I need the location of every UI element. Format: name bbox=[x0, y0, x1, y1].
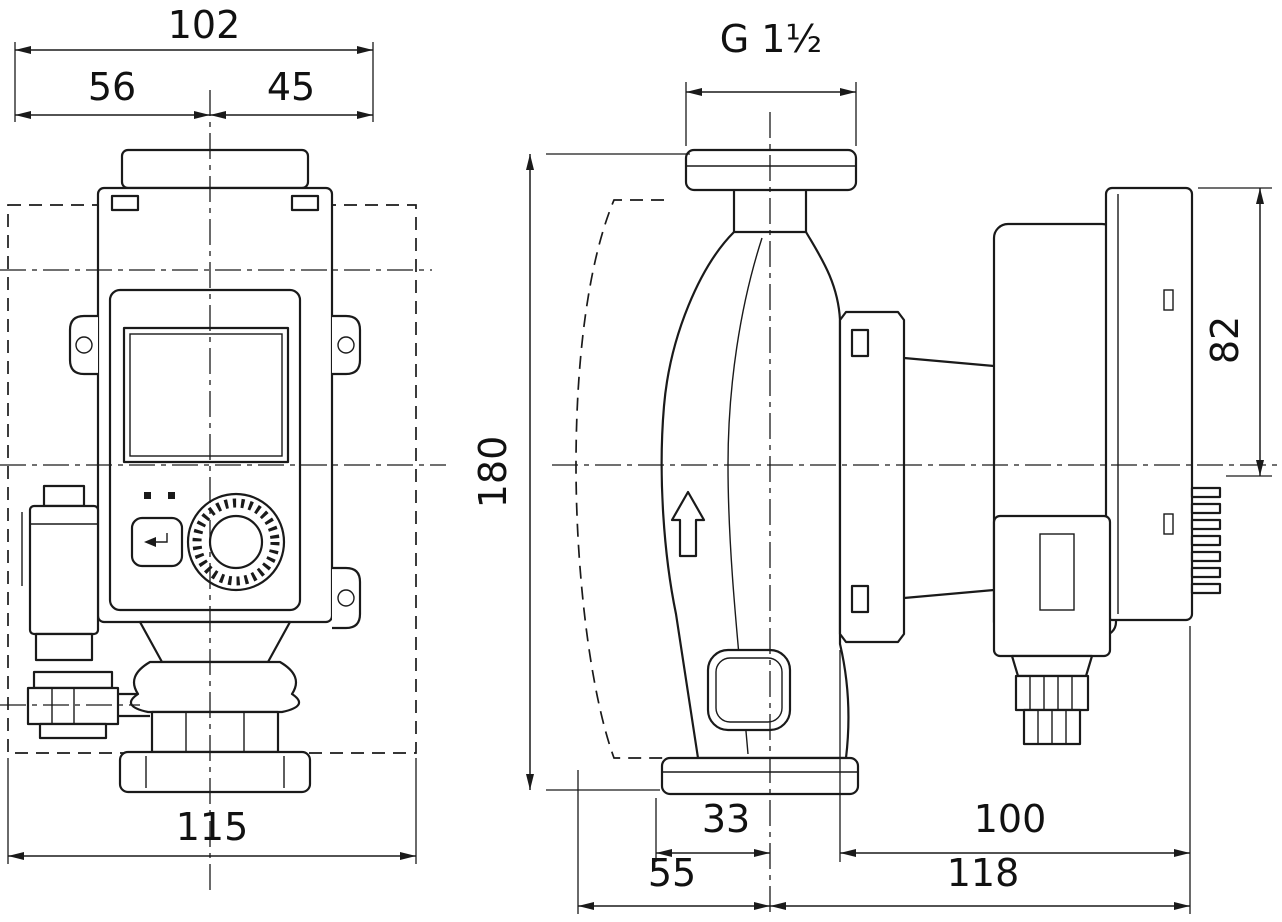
clip-left bbox=[110, 194, 140, 212]
dimension-center-to-front: 33 bbox=[655, 797, 770, 862]
return-button-icon-arrowhead bbox=[144, 537, 156, 547]
terminal-receptacle bbox=[1039, 533, 1075, 611]
ear-bottom-right bbox=[332, 566, 362, 630]
dim-180-label: 180 bbox=[471, 436, 515, 509]
ear-hole-bottom-right bbox=[337, 589, 355, 607]
dimension-pipe-thread: G 1½ bbox=[685, 17, 857, 146]
hex-nut bbox=[150, 710, 280, 754]
dimension-center-split: 56 45 bbox=[15, 65, 373, 119]
dim-56-label: 56 bbox=[88, 65, 136, 109]
dim-118-label: 118 bbox=[947, 851, 1020, 895]
front-view: 102 56 45 115 bbox=[0, 3, 446, 893]
ear-top-left bbox=[68, 314, 98, 376]
module-vent-top bbox=[1163, 289, 1174, 311]
dimension-module-height: 82 bbox=[1198, 187, 1272, 477]
spring-clip-top bbox=[850, 328, 870, 358]
side-pipe-port bbox=[26, 670, 150, 740]
rib bbox=[1190, 502, 1222, 515]
top-cap bbox=[120, 148, 310, 190]
flange-body bbox=[684, 148, 858, 192]
dimension-overall-height: 180 bbox=[471, 153, 690, 791]
connector-latch bbox=[42, 484, 86, 508]
terminal-box-body bbox=[992, 514, 1112, 658]
rib bbox=[1190, 550, 1222, 563]
control-knob bbox=[186, 492, 286, 592]
control-knob-knurling bbox=[192, 498, 280, 586]
flange-body bbox=[660, 756, 860, 796]
dim-33-label: 33 bbox=[702, 797, 750, 841]
pump-housing-front bbox=[118, 620, 312, 794]
port-collar bbox=[32, 670, 114, 690]
rib bbox=[1190, 566, 1222, 579]
ear-top-right bbox=[332, 314, 362, 376]
electronics-module bbox=[1104, 186, 1194, 622]
control-panel bbox=[108, 288, 302, 612]
gland-shoulder bbox=[1010, 654, 1094, 678]
flange-plate bbox=[838, 310, 906, 644]
dim-thread-label: G 1½ bbox=[720, 17, 823, 61]
spring-clip-bottom bbox=[850, 584, 870, 614]
flow-direction-arrow-icon bbox=[670, 490, 706, 558]
dim-100-label: 100 bbox=[974, 797, 1047, 841]
ear-hole-top-right bbox=[337, 336, 355, 354]
panel-face bbox=[108, 288, 302, 612]
rib bbox=[1190, 534, 1222, 547]
power-connector bbox=[21, 484, 100, 662]
ear-hole-top-left bbox=[75, 336, 93, 354]
dim-115-label: 115 bbox=[176, 805, 249, 849]
port-union-nut bbox=[26, 686, 120, 726]
ribbed-plug-connector bbox=[1190, 486, 1222, 595]
connector-body bbox=[28, 504, 100, 636]
port-stub bbox=[38, 722, 108, 740]
clip-right bbox=[290, 194, 320, 212]
union-nut-wings bbox=[129, 660, 301, 714]
motor-flange-plate bbox=[838, 310, 995, 644]
dimension-front-to-back: 100 bbox=[839, 626, 1191, 914]
module-vent-bottom bbox=[1163, 513, 1174, 535]
cable-gland bbox=[1014, 674, 1090, 712]
drain-plug-inner bbox=[715, 657, 783, 723]
display-bezel bbox=[122, 326, 290, 464]
side-centerlines bbox=[552, 112, 1278, 918]
rib bbox=[1190, 486, 1222, 499]
dimension-base-width: 115 bbox=[7, 758, 417, 864]
display-screen bbox=[129, 333, 283, 457]
return-button-icon bbox=[154, 533, 168, 543]
adapter-top bbox=[903, 356, 995, 368]
bottom-pipe-flange bbox=[660, 756, 860, 796]
led-indicator-2 bbox=[168, 492, 175, 499]
drain-plug bbox=[706, 648, 792, 732]
dim-102-label: 102 bbox=[168, 3, 241, 47]
phantom-shell-outline-side bbox=[575, 199, 666, 759]
drain-plug-outer bbox=[706, 648, 792, 732]
dimension-center-to-shell: 55 bbox=[577, 770, 770, 914]
dim-55-label: 55 bbox=[648, 851, 696, 895]
housing-neck bbox=[138, 620, 292, 664]
dim-82-label: 82 bbox=[1203, 316, 1247, 364]
adapter-bottom bbox=[903, 588, 995, 600]
bottom-flange-front bbox=[118, 750, 312, 794]
front-centerlines bbox=[0, 90, 446, 893]
dimension-overall-width: 102 bbox=[14, 3, 374, 122]
connector-base bbox=[34, 632, 94, 662]
led-indicator-1 bbox=[144, 492, 151, 499]
dim-45-label: 45 bbox=[267, 65, 315, 109]
top-pipe-flange bbox=[684, 148, 858, 232]
reset-button bbox=[130, 516, 184, 568]
terminal-box bbox=[992, 514, 1112, 746]
dimension-center-to-back: 118 bbox=[770, 851, 1190, 910]
rib bbox=[1190, 518, 1222, 531]
rib bbox=[1190, 582, 1222, 595]
side-view: G 1½ 180 82 33 100 bbox=[471, 17, 1278, 918]
